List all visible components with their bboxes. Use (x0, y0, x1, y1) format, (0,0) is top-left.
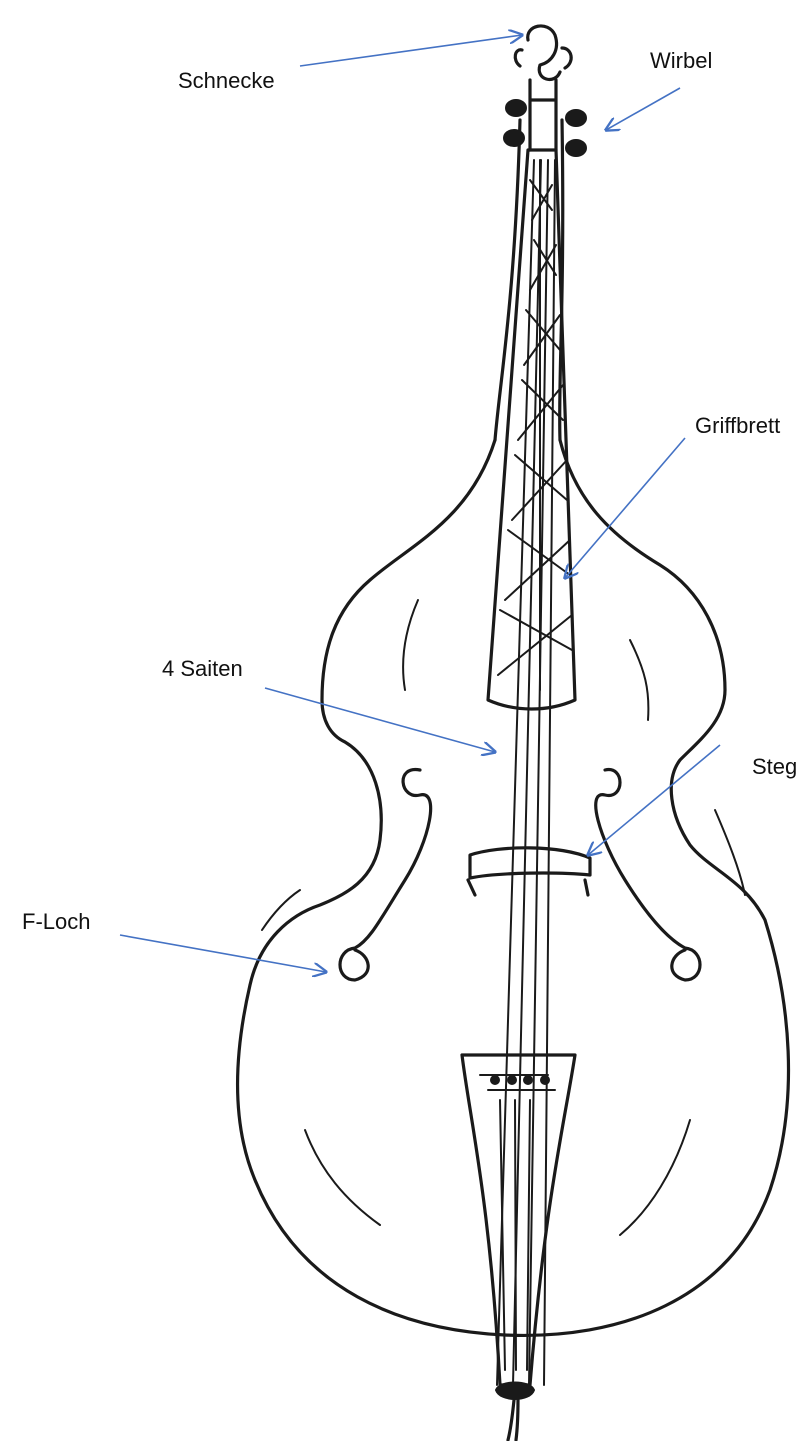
pegbox (530, 80, 556, 150)
label-wirbel: Wirbel (650, 50, 712, 72)
label-griffbrett: Griffbrett (695, 415, 780, 437)
arrow-schnecke (300, 35, 522, 66)
endpin-button (496, 1383, 534, 1400)
label-f-loch: F-Loch (22, 911, 90, 933)
arrow-steg (588, 745, 720, 855)
label-steg: Steg (752, 756, 797, 778)
neck-left-edge (495, 120, 520, 440)
arrow-wirbel (606, 88, 680, 130)
label-schnecke: Schnecke (178, 70, 275, 92)
f-hole-right (596, 770, 700, 980)
tuning-pegs (504, 100, 586, 156)
scroll (515, 26, 571, 80)
f-hole-left (340, 770, 431, 980)
label-4-saiten: 4 Saiten (162, 658, 243, 680)
arrow-f-loch (120, 935, 326, 972)
endpin (508, 1400, 518, 1440)
arrow-griffbrett (565, 438, 685, 578)
bridge (468, 848, 590, 895)
arrow-saiten (265, 688, 495, 752)
